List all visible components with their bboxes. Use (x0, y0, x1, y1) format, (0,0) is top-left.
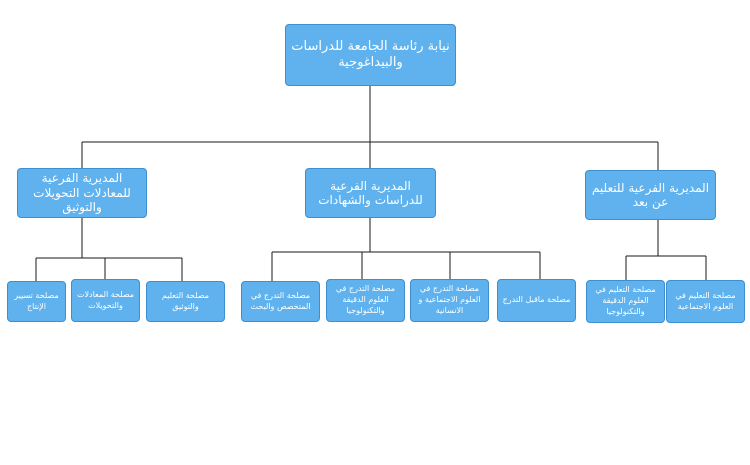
service-label: مصلحة تسيير الإنتاج (14, 290, 59, 311)
directorate-studies-certificates: المديرية الفرعية للدراسات والشهادات (305, 168, 436, 218)
service-label: مصلحة التدرج في العلوم الدقيقة والتكنولو… (335, 284, 396, 315)
directorate-label: المديرية الفرعية للدراسات والشهادات (318, 178, 423, 207)
service-node: مصلحة ماقبل التدرج (497, 279, 576, 322)
service-label: مصلحة التعليم والتوثيق (161, 290, 210, 311)
service-label: مصلحة المعادلات والتحويلات (76, 289, 135, 310)
service-node: مصلحة التعليم والتوثيق (146, 281, 225, 322)
service-label: مصلحة التدرج في المتخصص والبحث (250, 290, 311, 311)
service-node: مصلحة تسيير الإنتاج (7, 281, 66, 322)
service-node: مصلحة التعليم في العلوم الاجتماعية (666, 280, 745, 323)
service-node: مصلحة التدرج في العلوم الاجتماعية و الان… (410, 279, 489, 322)
directorate-distance-learning: المديرية الفرعية للتعليم عن بعد (585, 170, 716, 220)
service-label: مصلحة التدرج في العلوم الاجتماعية و الان… (418, 284, 481, 315)
service-label: مصلحة التعليم في العلوم الاجتماعية (675, 290, 736, 311)
directorate-label: المديرية الفرعية للمعادلات التحويلات وال… (33, 171, 131, 215)
service-label: مصلحة ماقبل التدرج (502, 295, 571, 305)
service-node: مصلحة التعليم في العلوم الدقيقة والتكنول… (586, 280, 665, 323)
service-label: مصلحة التعليم في العلوم الدقيقة والتكنول… (595, 285, 656, 316)
root-node: نيابة رئاسة الجامعة للدراسات والبيداغوجي… (285, 24, 456, 86)
root-label: نيابة رئاسة الجامعة للدراسات والبيداغوجي… (291, 39, 450, 70)
directorate-label: المديرية الفرعية للتعليم عن بعد (591, 180, 710, 209)
service-node: مصلحة التدرج في العلوم الدقيقة والتكنولو… (326, 279, 405, 322)
service-node: مصلحة المعادلات والتحويلات (71, 279, 140, 322)
directorate-equivalences-documentation: المديرية الفرعية للمعادلات التحويلات وال… (17, 168, 147, 218)
service-node: مصلحة التدرج في المتخصص والبحث (241, 281, 320, 322)
